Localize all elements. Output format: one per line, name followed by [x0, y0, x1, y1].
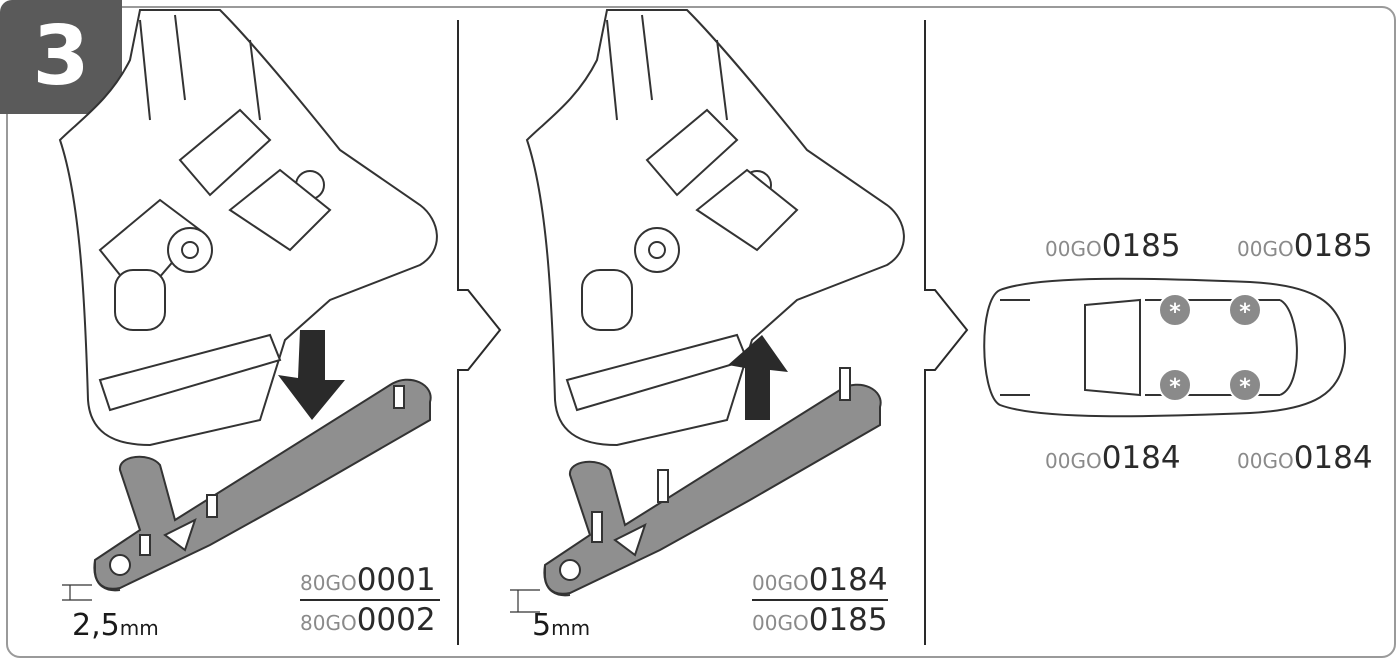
car-code-rear-left: 00GO0184: [1045, 440, 1181, 476]
car-code-front-right: 00GO0185: [1237, 228, 1373, 264]
mount-markers: [1158, 293, 1262, 402]
panel-divider-2: [924, 20, 969, 645]
panel-divider-1: [457, 20, 502, 645]
remove-arrow-up: [728, 335, 788, 420]
mount-marker-asterisks: * * * *: [1169, 300, 1251, 400]
part-code-1b: 80GO0002: [300, 602, 436, 638]
step-number-badge: 3: [0, 0, 122, 114]
clearance-label-2: 5mm: [532, 608, 591, 643]
car-code-rear-right: 00GO0184: [1237, 440, 1373, 476]
part-code-1a: 80GO0001: [300, 562, 436, 598]
adapter-plate-2: [543, 367, 882, 597]
svg-text:*: *: [1169, 375, 1181, 400]
svg-text:*: *: [1239, 375, 1251, 400]
svg-text:*: *: [1169, 300, 1181, 325]
fraction-divider-2: [752, 599, 888, 601]
adapter-plate-1: [93, 378, 432, 592]
clearance-dimension-1: [62, 584, 92, 601]
foot-housing-2: [525, 9, 905, 447]
clearance-dimension-2: [510, 589, 540, 613]
insert-arrow-down: [278, 330, 345, 420]
part-code-2a: 00GO0184: [752, 562, 888, 598]
foot-housing-1: [58, 9, 438, 447]
part-code-2b: 00GO0185: [752, 602, 888, 638]
clearance-label-1: 2,5mm: [72, 608, 159, 643]
svg-text:*: *: [1239, 300, 1251, 325]
fraction-divider-1: [300, 599, 440, 601]
car-code-front-left: 00GO0185: [1045, 228, 1181, 264]
